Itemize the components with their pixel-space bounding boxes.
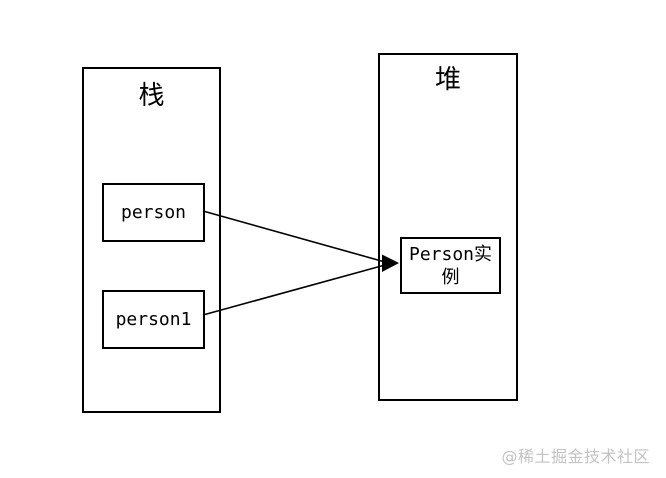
- stack-region-box: 栈 person person1: [82, 67, 221, 413]
- stack-item-person: person: [102, 183, 205, 242]
- arrow-line-person1-to-instance: [202, 264, 386, 316]
- stack-item-person-label: person: [120, 202, 187, 223]
- heap-person-instance-label: Person实例: [408, 243, 493, 288]
- heap-region-box: 堆 Person实例: [378, 53, 518, 401]
- stack-item-person1-label: person1: [115, 309, 192, 330]
- arrow-line-person-to-instance: [202, 210, 386, 263]
- heap-region-title: 堆: [434, 65, 461, 95]
- heap-person-instance: Person实例: [400, 237, 501, 294]
- watermark-text: @稀土掘金技术社区: [501, 447, 650, 466]
- stack-region-title: 栈: [138, 81, 165, 111]
- stack-item-person1: person1: [102, 290, 205, 349]
